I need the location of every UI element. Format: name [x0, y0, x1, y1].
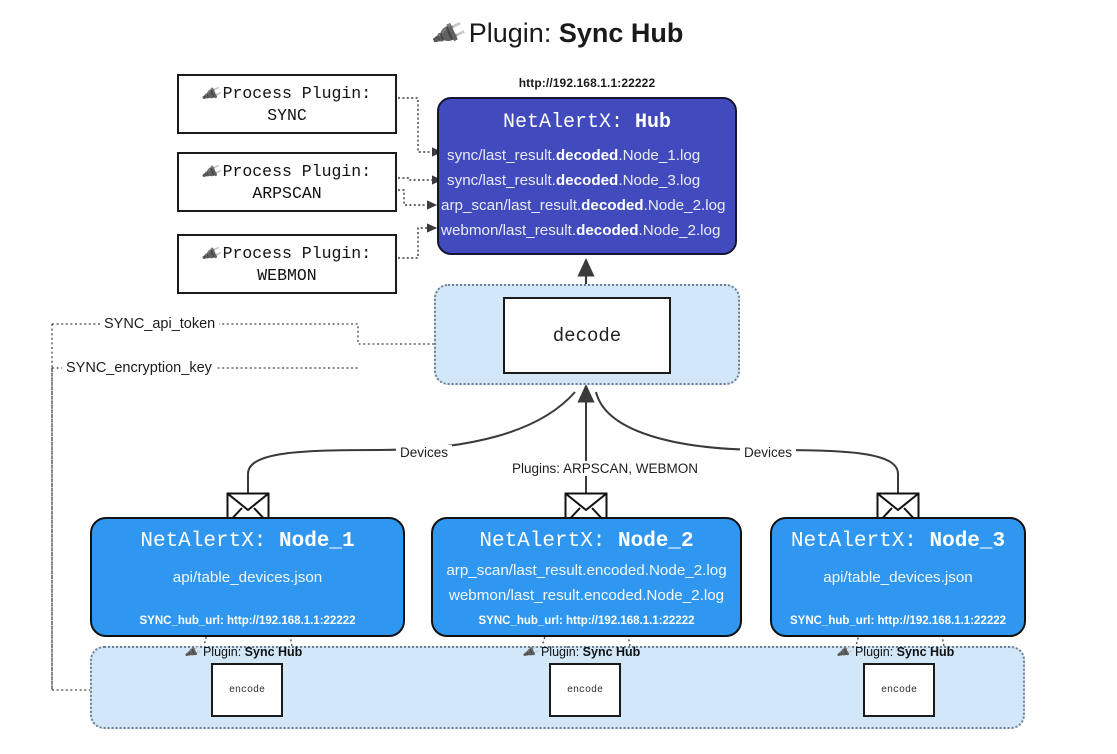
hub-log-pre: sync/last_result. [447, 172, 556, 189]
hub-log-pre: webmon/last_result. [441, 222, 577, 239]
node-log-line: arp_scan/last_result.encoded.Node_2.log [446, 562, 727, 579]
hub-log-mid: decoded [581, 197, 644, 214]
plug-icon: 🔌 [836, 642, 855, 662]
process-plugin-caption: Process Plugin: [222, 161, 372, 181]
encode-box-node-1[interactable]: encode [211, 663, 283, 717]
hub-title-name: Hub [635, 111, 672, 134]
encoder-caption-name: Sync Hub [244, 645, 303, 659]
node-box-node-1[interactable]: NetAlertX: Node_1 api/table_devices.json… [90, 517, 405, 637]
process-plugin-box-arpscan[interactable]: 🔌Process Plugin:ARPSCAN [177, 152, 397, 212]
node-title-name: Node_1 [279, 530, 355, 553]
node-footer-hub-url: SYNC_hub_url: http://192.168.1.1:22222 [478, 615, 695, 627]
hub-log-mid: decoded [555, 147, 619, 164]
hub-log-post: .Node_1.log [618, 147, 701, 164]
hub-log-post: .Node_3.log [618, 172, 701, 189]
hub-node[interactable]: NetAlertX: Hub sync/last_result.decoded.… [437, 97, 737, 255]
node-footer-hub-url: SYNC_hub_url: http://192.168.1.1:22222 [789, 615, 1007, 627]
process-plugin-caption: Process Plugin: [222, 243, 372, 263]
node-title-prefix: NetAlertX: [140, 530, 279, 553]
node-title: NetAlertX: Node_1 [92, 530, 403, 553]
hub-log-line-2: sync/last_result.decoded.Node_3.log [447, 172, 739, 189]
hub-log-line-3: arp_scan/last_result.decoded.Node_2.log [441, 197, 733, 214]
node-box-node-3[interactable]: NetAlertX: Node_3 api/table_devices.json… [770, 517, 1026, 637]
env-label-encryption-key: SYNC_encryption_key [62, 360, 216, 376]
node-title: NetAlertX: Node_2 [433, 530, 740, 553]
encoder-caption-prefix: Plugin: [854, 645, 897, 659]
process-plugin-name: SYNC [267, 105, 307, 125]
page-title: 🔌Plugin: Sync Hub [0, 16, 1117, 53]
encoder-caption-prefix: Plugin: [540, 645, 583, 659]
node-footer-hub-url: SYNC_hub_url: http://192.168.1.1:22222 [139, 615, 356, 627]
process-plugin-name: WEBMON [257, 265, 317, 285]
plug-icon: 🔌 [200, 82, 224, 106]
plug-icon: 🔌 [184, 642, 203, 662]
process-plugin-caption: Process Plugin: [222, 83, 372, 103]
hub-log-mid: decoded [555, 172, 619, 189]
hub-log-pre: arp_scan/last_result. [441, 197, 582, 214]
hub-title: NetAlertX: Hub [439, 111, 735, 134]
edge-label-devices-right: Devices [740, 445, 797, 460]
node-title-name: Node_3 [929, 530, 1006, 553]
node-box-node-2[interactable]: NetAlertX: Node_2 arp_scan/last_result.e… [431, 517, 742, 637]
decode-box[interactable]: decode [503, 297, 671, 374]
hub-log-post: .Node_2.log [643, 197, 726, 214]
node-title-prefix: NetAlertX: [790, 530, 930, 553]
encoder-caption-prefix: Plugin: [202, 645, 245, 659]
process-plugin-box-webmon[interactable]: 🔌Process Plugin:WEBMON [177, 234, 397, 294]
process-plugin-box-sync[interactable]: 🔌Process Plugin:SYNC [177, 74, 397, 134]
hub-log-mid: decoded [576, 222, 639, 239]
node-log-line: webmon/last_result.encoded.Node_2.log [448, 587, 725, 604]
env-label-api-token: SYNC_api_token [100, 316, 220, 332]
hub-url-label: http://192.168.1.1:22222 [518, 76, 656, 90]
encode-box-node-3[interactable]: encode [863, 663, 935, 717]
node-title-prefix: NetAlertX: [479, 530, 618, 553]
encoder-caption-1: 🔌Plugin: Sync Hub [184, 642, 303, 662]
encoder-caption-3: 🔌Plugin: Sync Hub [836, 642, 955, 662]
hub-log-line-1: sync/last_result.decoded.Node_1.log [447, 147, 739, 164]
plug-icon: 🔌 [200, 242, 224, 266]
hub-log-post: .Node_2.log [638, 222, 721, 239]
node-title: NetAlertX: Node_3 [772, 530, 1024, 553]
encoder-caption-name: Sync Hub [582, 645, 641, 659]
page-title-prefix: Plugin: [468, 18, 559, 48]
edge-label-devices-left: Devices [396, 445, 453, 460]
hub-log-line-4: webmon/last_result.decoded.Node_2.log [441, 222, 733, 239]
edge-label-plugins-center: Plugins: ARPSCAN, WEBMON [508, 461, 703, 476]
node-log-line: api/table_devices.json [172, 569, 323, 586]
plug-icon: 🔌 [200, 160, 224, 184]
hub-title-prefix: NetAlertX: [502, 111, 635, 134]
process-plugin-name: ARPSCAN [252, 183, 322, 203]
encode-box-node-2[interactable]: encode [549, 663, 621, 717]
node-title-name: Node_2 [618, 530, 694, 553]
node-log-line: api/table_devices.json [823, 569, 973, 586]
plug-icon: 🔌 [429, 15, 469, 53]
page-title-name: Sync Hub [558, 18, 684, 48]
encoder-caption-2: 🔌Plugin: Sync Hub [522, 642, 641, 662]
encoder-caption-name: Sync Hub [896, 645, 955, 659]
plug-icon: 🔌 [522, 642, 541, 662]
hub-log-pre: sync/last_result. [447, 147, 556, 164]
